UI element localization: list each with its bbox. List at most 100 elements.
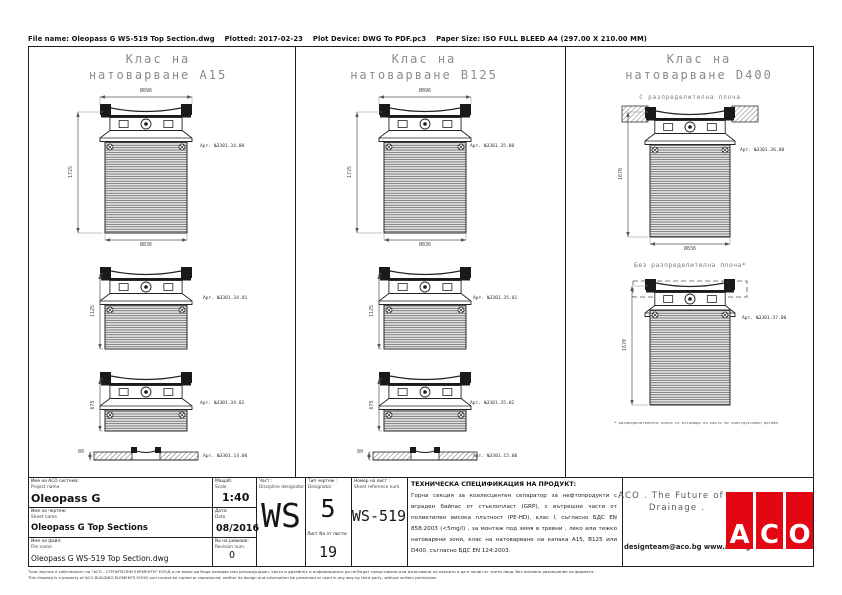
column-title-a15-line1: Клас на bbox=[125, 52, 191, 66]
aco-logo-bar-a: A bbox=[726, 492, 753, 549]
tb-h2 bbox=[28, 537, 256, 538]
project-name-label: Име на АСО система: Project name bbox=[31, 479, 79, 491]
sheet-count-label: Лист No от листи: bbox=[307, 532, 348, 537]
article-number: Арт. №3301.14.00 bbox=[203, 454, 248, 459]
subtitle-without-plate: Без разпределителна плоча* bbox=[633, 261, 747, 269]
aco-logo-letter-a: A bbox=[729, 519, 750, 550]
article-number: Арт. №3301.35.02 bbox=[470, 401, 515, 406]
revision-label-bg: No на ревизия: bbox=[215, 539, 249, 544]
discipline-value: WS bbox=[261, 496, 301, 535]
aco-tagline-line2: Drainage . bbox=[648, 503, 706, 513]
drawing-type-label-bg: Тип чертеж : bbox=[308, 479, 338, 484]
article-number: Арт. №3301.37.00 bbox=[742, 316, 787, 321]
aco-logo-bar-c: C bbox=[756, 492, 783, 549]
tank-2-1670-noplate bbox=[630, 279, 748, 406]
discipline-label-en: Discipline designator bbox=[259, 484, 305, 490]
dim-dia-bottom: Ø836 bbox=[683, 246, 697, 252]
footnote-distribution-plate: * разпределителната плоча се изгражда на… bbox=[614, 420, 778, 425]
article-number: Арт. №3301.34.02 bbox=[200, 401, 245, 406]
column-divider-1 bbox=[295, 46, 296, 477]
column-title-a15-line2: натоварване А15 bbox=[88, 68, 228, 82]
sheet-ref-label-en: Sheet reference num. bbox=[354, 484, 401, 490]
discipline-label-bg: Част : bbox=[259, 479, 273, 484]
column-title-b125-line1: Клас на bbox=[391, 52, 457, 66]
footer-disclaimer-en: This drawing is a property of ACO BUILDI… bbox=[28, 574, 438, 580]
dim-height-675: 675 bbox=[90, 400, 96, 410]
tank-1-1125 bbox=[377, 267, 472, 350]
sheet-name-label-bg: Име на чертеж: bbox=[31, 509, 67, 514]
dim-height-1125: 1125 bbox=[369, 304, 375, 318]
date-label-en: Date bbox=[215, 514, 226, 520]
tb-v6 bbox=[622, 477, 623, 567]
tank-0-675 bbox=[98, 372, 193, 432]
project-name-label-en: Project name bbox=[31, 484, 60, 490]
tank-0-1725 bbox=[76, 95, 193, 242]
aco-tagline-line1: ACO . The Future of bbox=[618, 491, 724, 501]
article-number: Арт. №3301.35.00 bbox=[470, 144, 515, 149]
column-divider-2 bbox=[565, 46, 566, 477]
tb-v1 bbox=[212, 477, 213, 567]
dim-plate-height: 80 bbox=[357, 449, 364, 455]
tank-1-1725 bbox=[355, 95, 472, 242]
article-number: Арт. №3301.34.00 bbox=[200, 144, 245, 149]
dim-height-675: 675 bbox=[369, 400, 375, 410]
scale-value: 1:40 bbox=[222, 491, 250, 504]
aco-contact: designteam@aco.bg www.aco.bg bbox=[624, 543, 751, 551]
dim-height-1670: 1670 bbox=[622, 338, 628, 352]
aco-logo-letter-o: O bbox=[788, 519, 811, 550]
scale-label: Мащаб: Scale bbox=[215, 479, 232, 491]
tb-v4 bbox=[351, 477, 352, 567]
plate-0 bbox=[88, 447, 199, 461]
revision-value: 0 bbox=[229, 550, 236, 561]
date-value: 08/2016 bbox=[216, 523, 260, 534]
column-title-d400-line2: натоварване D400 bbox=[625, 68, 773, 82]
drawing-type-label: Тип чертеж : Designator bbox=[308, 479, 337, 491]
sheet-name-value: Oleopass G Top Sections bbox=[31, 523, 148, 533]
revision-label-en: Revision num. bbox=[215, 544, 246, 550]
dim-dia-bottom: Ø836 bbox=[139, 241, 153, 248]
article-number: Арт. №3301.34.01 bbox=[203, 296, 248, 301]
sheet-ref-label-bg: Номер на лист : bbox=[354, 479, 390, 484]
sheet-ref-value: WS-519 bbox=[351, 507, 407, 525]
sheet-name-label: Име на чертеж: Sheet name bbox=[31, 509, 67, 521]
subtitle-with-plate: С разпределителна плоча bbox=[639, 94, 741, 101]
tb-v2 bbox=[256, 477, 257, 567]
dim-plate-height: 80 bbox=[78, 449, 85, 455]
date-label: Дата: Date bbox=[215, 509, 228, 521]
article-number: Арт. №3301.15.00 bbox=[473, 454, 518, 459]
spec-body: Горна секция за коалесцентен сепаратор з… bbox=[411, 493, 617, 554]
dim-height-1670: 1670 bbox=[618, 167, 624, 181]
drawing-type-label-en: Designator bbox=[308, 484, 332, 490]
date-label-bg: Дата: bbox=[215, 509, 228, 514]
dim-dia-bottom: Ø836 bbox=[418, 241, 432, 248]
file-name-label: Име на файл: File name bbox=[31, 539, 62, 551]
titleblock-top-line bbox=[28, 477, 814, 478]
tb-h1 bbox=[28, 507, 256, 508]
column-title-b125-line2: натоварване B125 bbox=[350, 68, 498, 82]
plate-1 bbox=[367, 447, 478, 461]
project-name-label-bg: Име на АСО система: bbox=[31, 479, 79, 484]
project-name-value: Oleopass G bbox=[31, 492, 101, 505]
article-number: Арт. №3301.36.00 bbox=[740, 148, 785, 153]
file-name-label-bg: Име на файл: bbox=[31, 539, 62, 544]
revision-label: No на ревизия: Revision num. bbox=[215, 539, 249, 551]
aco-logo-letter-c: C bbox=[759, 519, 780, 550]
dim-height-1125: 1125 bbox=[90, 304, 96, 318]
file-name-label-en: File name bbox=[31, 544, 52, 550]
tb-v5 bbox=[407, 477, 408, 567]
sheet-name-label-en: Sheet name bbox=[31, 514, 57, 520]
tank-1-675 bbox=[377, 372, 472, 432]
dim-height-1725: 1725 bbox=[347, 165, 353, 179]
tank-2-1670-plate bbox=[621, 105, 759, 246]
drawing-type-value: 5 bbox=[320, 494, 336, 523]
dim-height-1725: 1725 bbox=[68, 165, 74, 179]
tb-v3 bbox=[305, 477, 306, 567]
spec-title: ТЕХНИЧЕСКА СПЕЦИФИКАЦИЯ НА ПРОДУКТ: bbox=[411, 481, 577, 488]
column-title-d400-line1: Клас на bbox=[666, 52, 732, 66]
drawing-frame bbox=[28, 46, 814, 567]
dim-dia-top: Ø896 bbox=[139, 88, 153, 94]
footer-disclaimer-bg: Този чертеж е собственост на "АСО - СТРО… bbox=[28, 569, 595, 574]
sheet-count-value: 19 bbox=[318, 543, 338, 561]
